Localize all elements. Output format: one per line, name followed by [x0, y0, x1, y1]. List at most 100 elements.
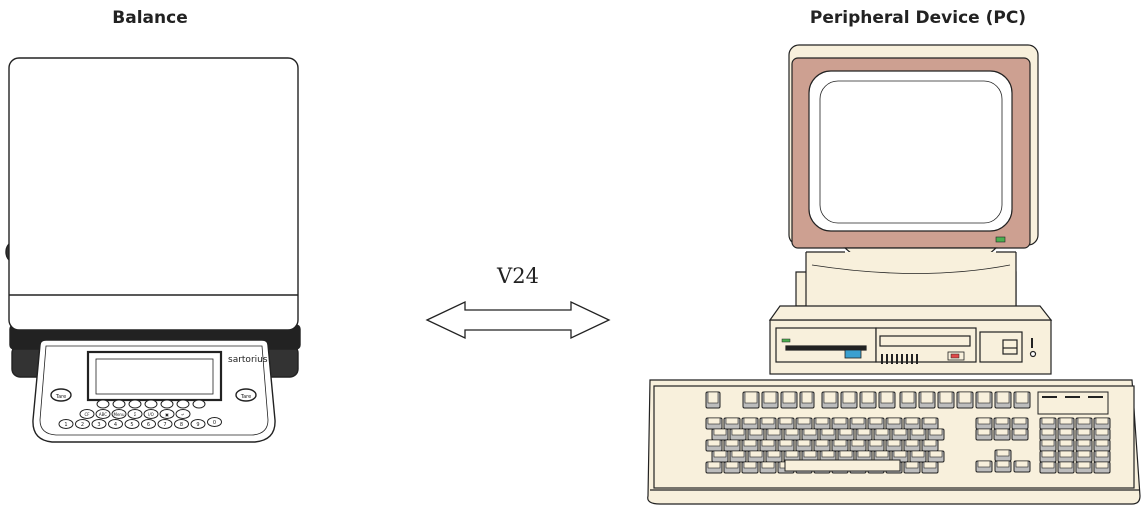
panel-key-label: Menu: [114, 412, 125, 417]
keyboard-keycap: [725, 461, 739, 469]
keyboard-keycap: [1015, 460, 1029, 468]
keyboard-keycap: [744, 391, 758, 404]
keyboard-keycap: [725, 417, 739, 425]
keyboard-keycap: [923, 439, 937, 447]
keyboard-keycap: [996, 460, 1010, 468]
keyboard-keycap: [767, 450, 781, 458]
keyboard-keycap: [893, 450, 907, 458]
numeric-key: [108, 419, 123, 429]
keyboard-keycap: [1059, 417, 1073, 425]
keyboard-keycap: [725, 439, 739, 447]
keyboard-keycap: [713, 428, 727, 436]
panel-key: [175, 409, 191, 419]
panel-key: [79, 409, 95, 419]
numeric-key-label: 6: [147, 422, 150, 428]
keyboard-keycap: [1013, 417, 1027, 425]
svg-text:Tare: Tare: [240, 394, 251, 400]
numeric-key: [91, 419, 107, 429]
keyboard-keycap: [1077, 417, 1091, 425]
balance-title: Balance: [112, 8, 188, 28]
peripheral-device-title: Peripheral Device (PC): [809, 8, 1027, 28]
numeric-key-label: 7: [163, 422, 166, 428]
keyboard-keycap: [1095, 428, 1109, 436]
keyboard-status-panel: [1037, 391, 1109, 415]
panel-key-label: Σ: [134, 412, 137, 417]
keyboard-keycap: [763, 391, 777, 404]
space-bar: [784, 459, 901, 472]
bidirectional-arrow: [425, 300, 611, 340]
keyboard-keycap: [1041, 439, 1055, 447]
keyboard-keycap: [833, 439, 847, 447]
numeric-key: [124, 419, 140, 429]
numeric-key: [75, 419, 90, 429]
keyboard-keycap: [995, 417, 1009, 425]
keyboard-keycap: [731, 450, 745, 458]
keyboard-keycap: [869, 417, 883, 425]
keyboard-keycap: [1013, 428, 1027, 436]
numeric-key: [190, 419, 206, 429]
panel-key-label: ↵: [181, 412, 184, 417]
keyboard-keycap: [857, 428, 871, 436]
keyboard-keycap: [743, 461, 757, 469]
numeric-key: [157, 419, 173, 429]
keyboard-keycap: [880, 391, 894, 404]
keyboard-keycap: [977, 417, 991, 425]
keyboard-keycap: [1041, 450, 1055, 458]
keyboard-keycap: [1059, 461, 1073, 469]
panel-key: [95, 409, 111, 419]
brand-logo: sartorius: [228, 355, 268, 365]
keyboard-keycap: [803, 428, 817, 436]
keyboard-keycap: [785, 450, 799, 458]
drive-led: [950, 353, 960, 359]
keyboard-keycap: [995, 428, 1009, 436]
numeric-key-label: 1: [64, 422, 67, 428]
keyboard-keycap: [1095, 450, 1109, 458]
numeric-key-label: 4: [114, 422, 117, 428]
keyboard-keycap: [977, 391, 991, 404]
keyboard-keycap: [761, 417, 775, 425]
keyboard-keycap: [1095, 417, 1109, 425]
keyboard-keycap: [803, 450, 817, 458]
keyboard-keycap: [929, 428, 943, 436]
keyboard-keycap: [815, 439, 829, 447]
keyboard-keycap: [939, 391, 953, 404]
keyboard-keycap: [1059, 439, 1073, 447]
keyboard-keycap: [977, 428, 991, 436]
keyboard-keys: [705, 391, 1111, 474]
keyboard-keycap: [857, 450, 871, 458]
keyboard-keycap: [869, 439, 883, 447]
keyboard-keycap: [958, 391, 972, 404]
floppy-eject: [844, 349, 862, 359]
panel-key: [159, 409, 175, 419]
keyboard-keycap: [887, 417, 901, 425]
numeric-key: [141, 419, 156, 429]
keyboard-status-led: [1088, 396, 1103, 398]
keyboard-keycap: [779, 439, 793, 447]
keyboard-keycap: [815, 417, 829, 425]
keyboard-keycap: [1059, 450, 1073, 458]
keyboard-keycap: [875, 428, 889, 436]
keyboard-keycap: [821, 428, 835, 436]
keyboard-keycap: [1077, 450, 1091, 458]
numeric-key-label: 2: [81, 422, 84, 428]
keyboard-keycap: [797, 439, 811, 447]
keyboard-keycap: [1041, 461, 1055, 469]
keyboard-keycap: [767, 428, 781, 436]
keyboard-keycap: [861, 391, 875, 404]
numeric-key: [174, 419, 189, 429]
keyboard-keycap: [851, 417, 865, 425]
keyboard-keycap: [1095, 461, 1109, 469]
panel-key-label: ABC: [99, 412, 107, 417]
keyboard-keycap: [839, 450, 853, 458]
keyboard-keycap: [842, 391, 856, 404]
keyboard-keycap: [851, 439, 865, 447]
panel-key-label: I/O: [148, 412, 154, 417]
keyboard-keycap: [833, 417, 847, 425]
keyboard-keycap: [749, 428, 763, 436]
keyboard-keycap: [761, 461, 775, 469]
keyboard-keycap: [785, 428, 799, 436]
